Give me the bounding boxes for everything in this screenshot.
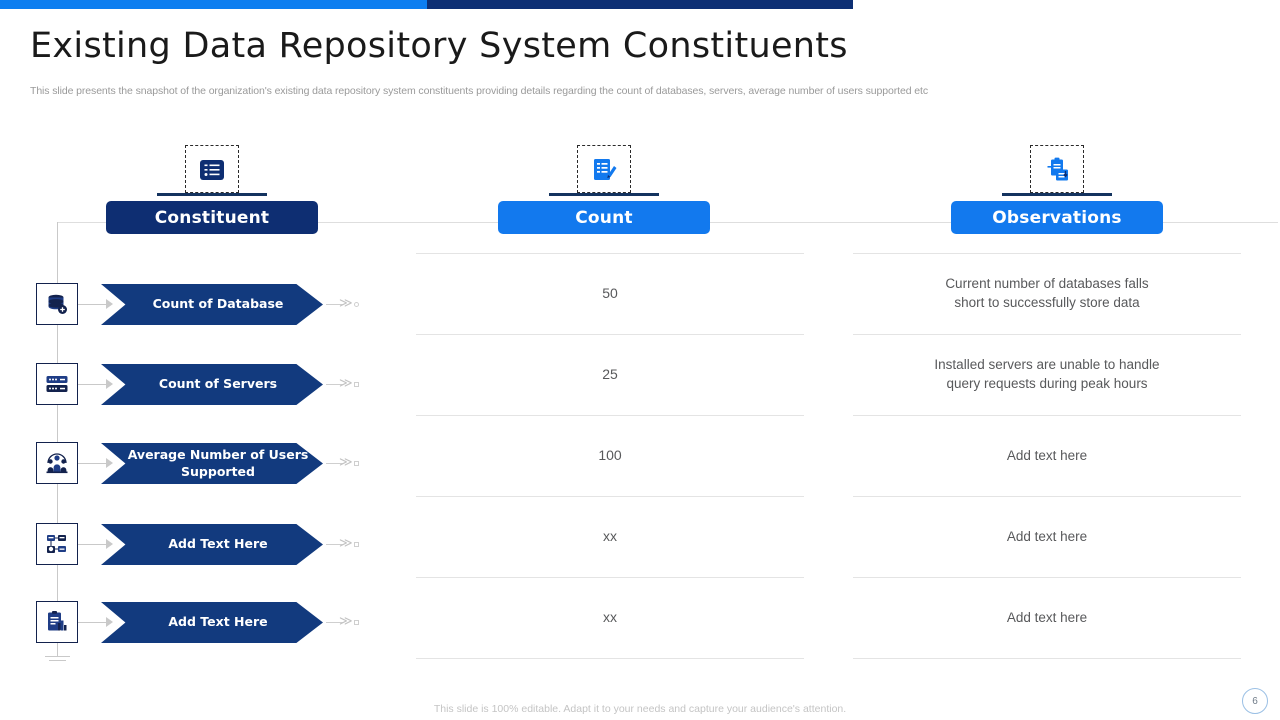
accent-segment-dark	[427, 0, 853, 9]
row-tail-line	[326, 304, 343, 305]
column-header-constituent: Constituent	[62, 140, 362, 240]
constituent-chevron-4[interactable]: Add Text Here	[101, 524, 323, 565]
row-connector-arrowhead	[106, 539, 113, 549]
count-cell[interactable]: 100	[416, 416, 804, 497]
constituent-label: Add Text Here	[168, 614, 268, 630]
column-header-observations: Observations	[907, 140, 1207, 240]
constituent-label: Add Text Here	[168, 536, 268, 552]
header-underline	[157, 193, 267, 196]
observation-cell[interactable]: Add text here	[853, 416, 1241, 497]
row-connector-line	[78, 384, 111, 385]
clipboard-chart-icon	[36, 601, 78, 643]
observation-text: Installed servers are unable to handle q…	[934, 357, 1160, 391]
icon-dashed-frame	[185, 145, 239, 193]
observation-text: Current number of databases falls short …	[945, 276, 1149, 310]
count-cell[interactable]: 25	[416, 335, 804, 416]
users-group-icon	[36, 442, 78, 484]
top-accent-bar	[0, 0, 1280, 9]
double-chevron-icon: ≫	[339, 376, 353, 391]
constituent-chevron-2[interactable]: Count of Servers	[101, 364, 323, 405]
row-connector-arrowhead	[106, 379, 113, 389]
page-title: Existing Data Repository System Constitu…	[30, 26, 848, 66]
observation-text: Add text here	[1006, 447, 1088, 463]
constituent-chevron-1[interactable]: Count of Database	[101, 284, 323, 325]
constituent-row-2[interactable]: Count of Servers ≫	[0, 345, 410, 425]
row-tail-line	[326, 463, 343, 464]
count-column: 50 25 100 xx xx	[416, 253, 804, 659]
header-underline	[549, 193, 659, 196]
database-plus-icon	[36, 283, 78, 325]
header-pill-count[interactable]: Count	[498, 201, 710, 234]
row-connector-line	[78, 622, 111, 623]
double-chevron-icon: ≫	[339, 536, 353, 551]
document-pencil-icon	[586, 152, 622, 188]
constituent-row-4[interactable]: Add Text Here ≫	[0, 505, 410, 585]
checklist-card-icon	[194, 152, 230, 188]
count-value: xx	[603, 528, 617, 545]
double-chevron-icon: ≫	[339, 614, 353, 629]
row-tail-line	[326, 622, 343, 623]
constituent-row-3[interactable]: Average Number of Users Supported ≫	[0, 424, 410, 504]
count-value: xx	[603, 609, 617, 626]
double-chevron-icon: ≫	[339, 455, 353, 470]
observation-cell[interactable]: Add text here	[853, 497, 1241, 578]
row-end-marker	[354, 302, 359, 307]
count-cell[interactable]: 50	[416, 253, 804, 335]
org-network-icon	[36, 523, 78, 565]
row-end-marker	[354, 620, 359, 625]
double-chevron-icon: ≫	[339, 296, 353, 311]
count-value: 25	[602, 366, 618, 383]
row-connector-line	[78, 544, 111, 545]
connector-spine-foot	[45, 656, 70, 657]
server-rack-icon	[36, 363, 78, 405]
row-connector-line	[78, 304, 111, 305]
observations-column: Current number of databases falls short …	[853, 253, 1241, 659]
count-cell[interactable]: xx	[416, 578, 804, 659]
connector-spine-foot-short	[49, 660, 66, 661]
clipboard-download-icon	[1039, 152, 1075, 188]
constituent-row-5[interactable]: Add Text Here ≫	[0, 583, 410, 663]
row-tail-line	[326, 544, 343, 545]
column-header-count: Count	[454, 140, 754, 240]
header-pill-constituent[interactable]: Constituent	[106, 201, 318, 234]
count-value: 100	[598, 447, 622, 464]
accent-segment-light	[0, 0, 427, 9]
connector-spine	[57, 222, 58, 656]
row-connector-arrowhead	[106, 299, 113, 309]
icon-dashed-frame	[577, 145, 631, 193]
constituent-label: Count of Servers	[158, 376, 278, 392]
row-tail-line	[326, 384, 343, 385]
observation-text: Add text here	[1006, 528, 1088, 544]
icon-dashed-frame	[1030, 145, 1084, 193]
row-end-marker	[354, 461, 359, 466]
row-connector-line	[78, 463, 111, 464]
constituent-chevron-3[interactable]: Average Number of Users Supported	[101, 443, 323, 484]
header-pill-observations[interactable]: Observations	[951, 201, 1163, 234]
row-connector-arrowhead	[106, 617, 113, 627]
constituent-row-1[interactable]: Count of Database ≫	[0, 265, 410, 345]
page-number-badge: 6	[1242, 688, 1268, 714]
observation-cell[interactable]: Add text here	[853, 578, 1241, 659]
header-underline	[1002, 193, 1112, 196]
footer-note: This slide is 100% editable. Adapt it to…	[433, 703, 847, 715]
page-subtitle: This slide presents the snapshot of the …	[30, 85, 928, 97]
observation-cell[interactable]: Current number of databases falls short …	[853, 253, 1241, 335]
constituent-label: Average Number of Users Supported	[127, 446, 309, 479]
observation-text: Add text here	[1006, 609, 1088, 625]
constituent-chevron-5[interactable]: Add Text Here	[101, 602, 323, 643]
row-end-marker	[354, 542, 359, 547]
observation-cell[interactable]: Installed servers are unable to handle q…	[853, 335, 1241, 416]
count-value: 50	[602, 285, 618, 302]
row-connector-arrowhead	[106, 458, 113, 468]
constituent-label: Count of Database	[152, 296, 284, 312]
row-end-marker	[354, 382, 359, 387]
count-cell[interactable]: xx	[416, 497, 804, 578]
